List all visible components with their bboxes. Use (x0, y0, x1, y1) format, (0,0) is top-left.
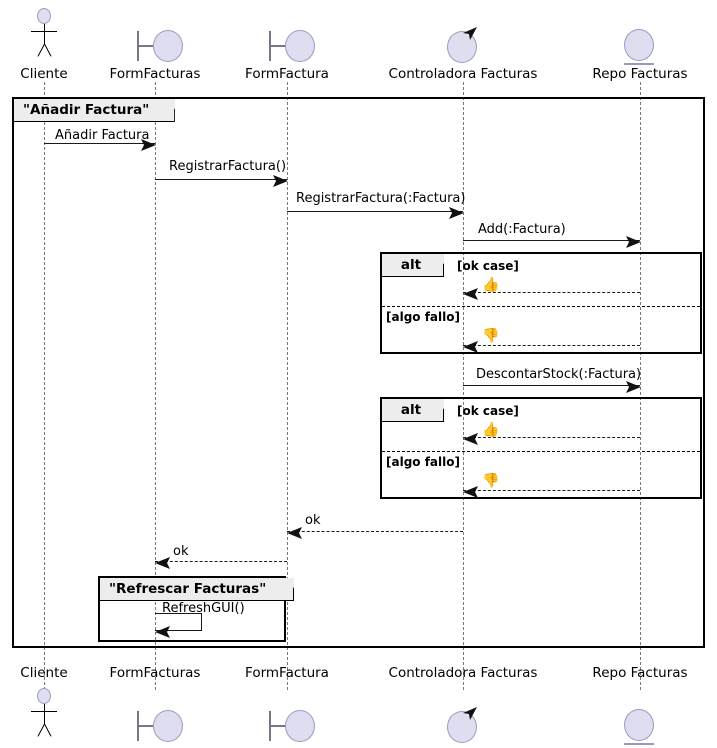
control-icon (446, 707, 480, 744)
message-m7-label: DescontarStock(:Factura) (476, 367, 642, 382)
boundary-icon (132, 29, 188, 63)
message-m8-label: 👍 (482, 422, 500, 438)
frame-refrescar-facturas-label: "Refrescar Facturas" (100, 578, 294, 601)
lifeline-label-formfacturas: FormFacturas (109, 66, 201, 82)
boundary-icon (132, 709, 188, 743)
control-icon (446, 27, 480, 64)
alt-2 (380, 397, 702, 499)
message-m1-label: Añadir Factura (55, 128, 150, 143)
alt-2-divider (382, 451, 700, 452)
entity-icon (623, 29, 657, 67)
lifeline-label-bottom-cliente: Cliente (20, 665, 68, 681)
lifeline-label-cliente: Cliente (20, 66, 68, 82)
message-m9-line (463, 490, 640, 491)
message-m11-label: ok (173, 544, 189, 559)
message-m5-line (463, 292, 640, 293)
message-m8-arrowhead (463, 431, 479, 450)
actor-icon (24, 688, 64, 737)
alt-1-divider (382, 306, 700, 307)
lifeline-repo-facturas (640, 82, 641, 690)
message-m5-label: 👍 (482, 277, 500, 293)
lifeline-controladora-facturas (463, 82, 464, 690)
message-m10-label: ok (305, 513, 321, 528)
message-m3-line (287, 211, 463, 212)
alt-1-operator: alt (382, 254, 444, 277)
alt-2-operator-text: alt (400, 402, 422, 418)
message-m10-line (287, 531, 463, 532)
entity-icon (623, 709, 657, 747)
message-m9-label: 👎 (482, 473, 500, 489)
alt-1-guard-1: [algo fallo] (386, 310, 460, 324)
lifeline-label-bottom-controladora-facturas: Controladora Facturas (388, 665, 538, 681)
frame-refrescar-facturas-label-text: "Refrescar Facturas" (109, 581, 267, 597)
lifeline-formfacturas (155, 82, 156, 690)
message-m4-arrowhead (625, 234, 641, 253)
alt-2-guard-1: [algo fallo] (386, 455, 460, 469)
lifeline-label-bottom-repo-facturas: Repo Facturas (592, 665, 688, 681)
lifeline-label-controladora-facturas: Controladora Facturas (388, 66, 538, 82)
message-m12-label: RefreshGUI() (162, 601, 245, 616)
message-m1-arrowhead (140, 137, 156, 156)
alt-1-guard-0: [ok case] (457, 259, 519, 273)
alt-1 (380, 252, 702, 354)
message-m4-label: Add(:Factura) (478, 222, 566, 237)
message-m6-label: 👎 (482, 328, 500, 344)
message-m12-arrowhead (155, 624, 171, 643)
lifeline-formfactura (287, 82, 288, 690)
frame-anadir-factura (12, 97, 705, 648)
frame-refrescar-facturas (98, 576, 286, 642)
message-m12-loop (155, 613, 202, 631)
lifeline-cliente (44, 82, 45, 690)
lifeline-label-bottom-formfactura: FormFactura (245, 665, 329, 681)
message-m7-arrowhead (625, 379, 641, 398)
alt-2-guard-0: [ok case] (457, 404, 519, 418)
message-m11-arrowhead (155, 555, 171, 574)
lifeline-label-formfactura: FormFactura (245, 66, 329, 82)
frame-anadir-factura-label: "Añadir Factura" (14, 99, 175, 122)
message-m3-label: RegistrarFactura(:Factura) (296, 191, 466, 206)
boundary-icon (264, 29, 320, 63)
message-m9-arrowhead (463, 484, 479, 503)
boundary-icon (264, 709, 320, 743)
message-m7-line (463, 385, 640, 386)
message-m6-line (463, 345, 640, 346)
message-m8-line (463, 437, 640, 438)
alt-2-operator: alt (382, 399, 444, 422)
alt-1-operator-text: alt (400, 257, 422, 273)
message-m2-arrowhead (272, 173, 288, 192)
message-m10-arrowhead (287, 525, 303, 544)
message-m3-arrowhead (448, 205, 464, 224)
frame-anadir-factura-label-text: "Añadir Factura" (23, 102, 150, 118)
message-m6-arrowhead (463, 339, 479, 358)
message-m2-line (155, 179, 287, 180)
message-m11-line (155, 561, 287, 562)
actor-icon (24, 8, 64, 57)
lifeline-label-bottom-formfacturas: FormFacturas (109, 665, 201, 681)
message-m4-line (463, 240, 640, 241)
message-m1-line (44, 143, 155, 144)
lifeline-label-repo-facturas: Repo Facturas (592, 66, 688, 82)
message-m2-label: RegistrarFactura() (169, 159, 287, 174)
message-m5-arrowhead (463, 286, 479, 305)
